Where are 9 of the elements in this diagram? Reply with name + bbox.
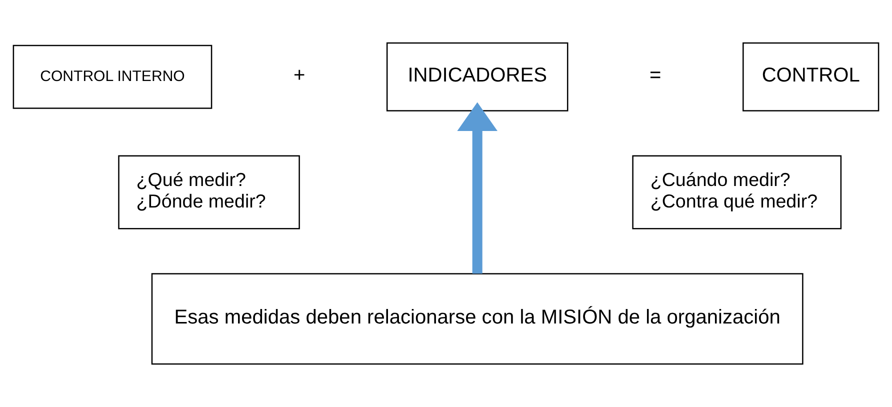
label: +: [293, 64, 306, 87]
node-box: ¿Cuándo medir? ¿Contra qué medir?: [632, 155, 842, 230]
node-box: INDICADORES: [386, 42, 568, 112]
arrow: [457, 102, 498, 274]
node-box: CONTROL: [742, 42, 880, 112]
node-box: ¿Qué medir? ¿Dónde medir?: [118, 155, 300, 230]
label: =: [650, 64, 662, 87]
node-box: CONTROL INTERNO: [12, 44, 212, 109]
node-box: Esas medidas deben relacionarse con la MISIÓN de la organización: [151, 273, 804, 365]
